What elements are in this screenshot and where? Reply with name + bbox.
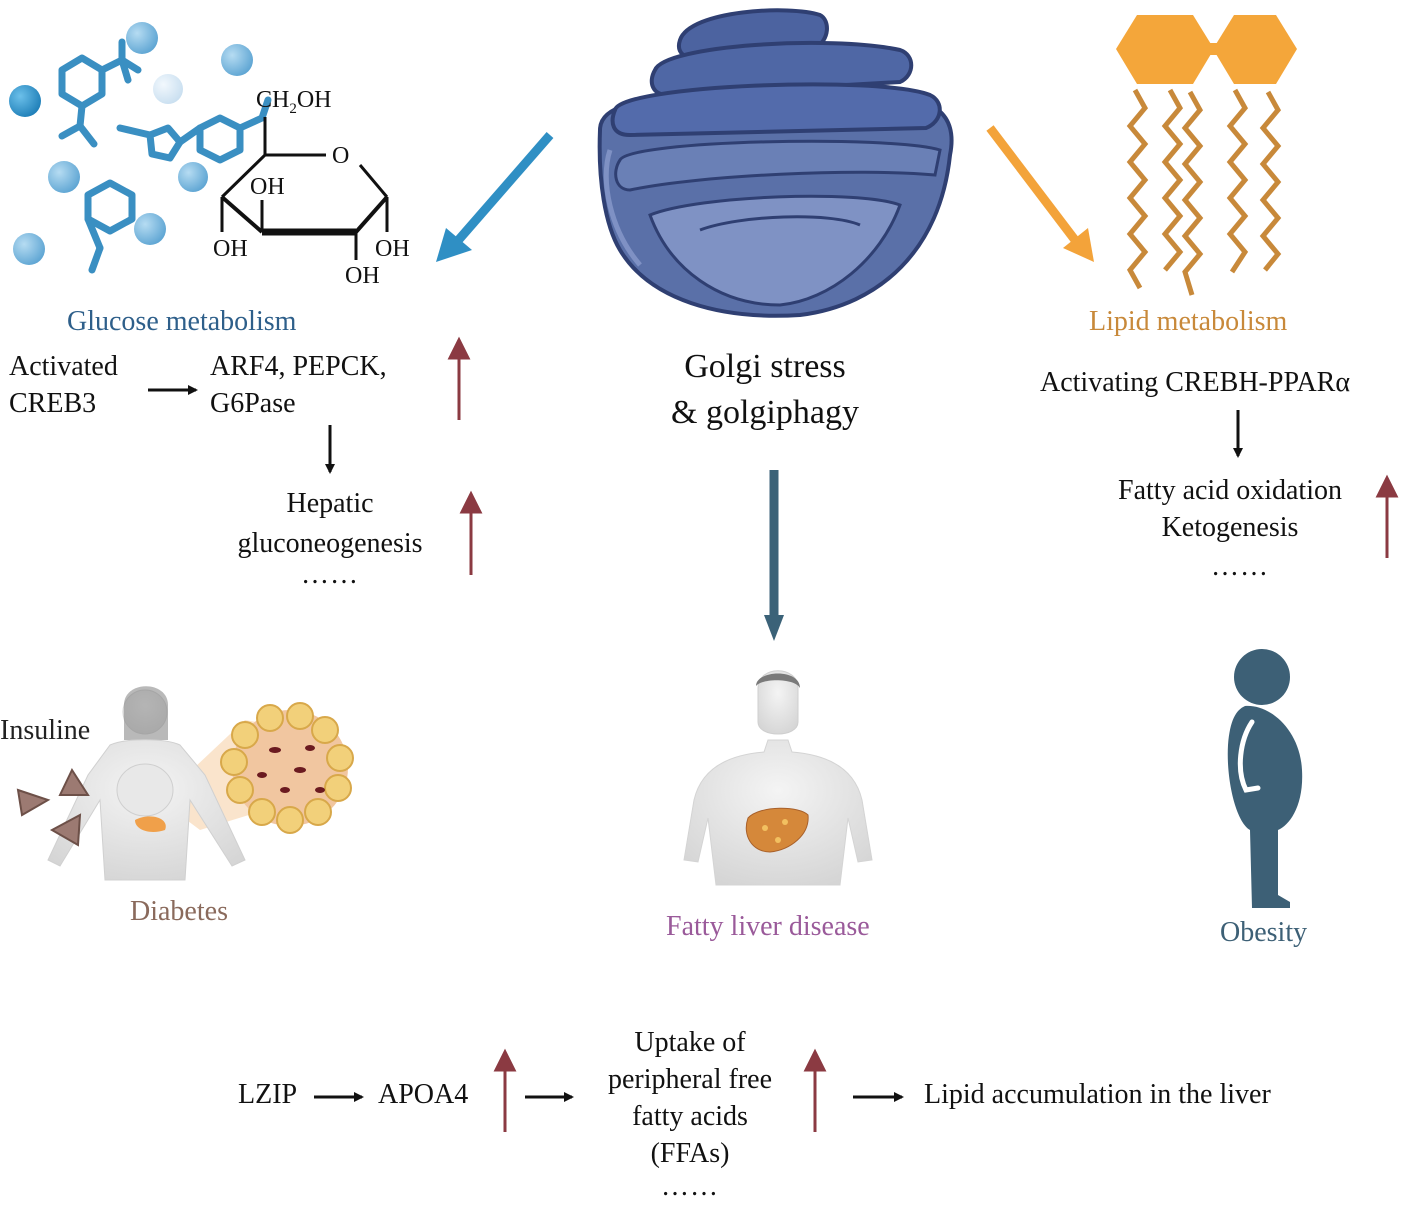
targets-line2: G6Pase xyxy=(210,388,296,419)
uptake-line2: peripheral free xyxy=(608,1064,772,1095)
up-arrow-icon xyxy=(493,1048,517,1132)
up-arrow-icon xyxy=(459,490,483,575)
lipid-ellipsis: …… xyxy=(1211,551,1269,582)
up-arrow-icon xyxy=(447,336,471,420)
uptake-ellipsis: …… xyxy=(661,1171,719,1202)
hepatic-line1: Hepatic xyxy=(286,488,374,519)
diabetes-label: Diabetes xyxy=(130,896,228,927)
ketogenesis-label: Ketogenesis xyxy=(1161,512,1299,543)
activated-line1: Activated xyxy=(9,351,118,382)
uptake-line1: Uptake of xyxy=(634,1027,746,1058)
apoa4-label: APOA4 xyxy=(378,1079,469,1110)
oh-top-label: OH xyxy=(250,174,285,200)
glucose-structure-icon xyxy=(220,117,389,260)
glucose-ellipsis: …… xyxy=(301,559,359,590)
arrow-golgi-to-lipid xyxy=(986,125,1094,262)
insulin-triangle-icon xyxy=(16,767,90,847)
arrow-golgi-to-liver xyxy=(764,470,784,641)
targets-line1: ARF4, PEPCK, xyxy=(210,351,387,382)
obesity-label: Obesity xyxy=(1220,917,1308,948)
oh-left-label: OH xyxy=(213,236,248,262)
ring-oxygen-label: O xyxy=(332,143,350,169)
lipid-molecule-icon xyxy=(1116,15,1297,296)
up-arrow-icon xyxy=(803,1048,827,1132)
ch2oh-oh: OH xyxy=(296,87,332,113)
hepatic-line2: gluconeogenesis xyxy=(237,528,423,559)
diabetes-illustration xyxy=(16,686,354,881)
arrow-golgi-to-glucose xyxy=(436,132,554,262)
golgi-title-line2: & golgiphagy xyxy=(671,394,859,431)
glucose-metabolism-title: Glucose metabolism xyxy=(67,306,297,337)
ch2oh-ch: CH xyxy=(256,87,290,113)
oh-bottom-label: OH xyxy=(345,263,380,289)
lipid-accumulation-label: Lipid accumulation in the liver xyxy=(924,1079,1271,1110)
up-arrow-icon xyxy=(1375,474,1399,558)
increase-arrows xyxy=(447,336,1399,1132)
fatty-liver-label: Fatty liver disease xyxy=(666,911,870,942)
activating-crebh-label: Activating CREBH-PPARα xyxy=(1040,367,1351,398)
insuline-label: Insuline xyxy=(0,715,91,746)
fatty-liver-illustration xyxy=(683,670,873,886)
black-arrows xyxy=(148,385,1243,1102)
activated-line2: CREB3 xyxy=(9,388,97,419)
molecule-cluster-icon xyxy=(9,22,272,274)
golgi-apparatus-icon xyxy=(597,8,954,318)
ch2oh-sub: 2 xyxy=(289,100,297,117)
uptake-line3: fatty acids xyxy=(632,1101,748,1132)
golgi-title-line1: Golgi stress xyxy=(684,348,846,385)
fatty-acid-oxidation-label: Fatty acid oxidation xyxy=(1118,475,1342,506)
ch2oh-label: CH2OH xyxy=(256,86,332,118)
obesity-silhouette-icon xyxy=(1227,649,1303,908)
oh-right-label: OH xyxy=(375,236,410,262)
uptake-line4: (FFAs) xyxy=(650,1138,730,1169)
lzip-label: LZIP xyxy=(238,1079,298,1110)
lipid-metabolism-title: Lipid metabolism xyxy=(1089,306,1288,337)
